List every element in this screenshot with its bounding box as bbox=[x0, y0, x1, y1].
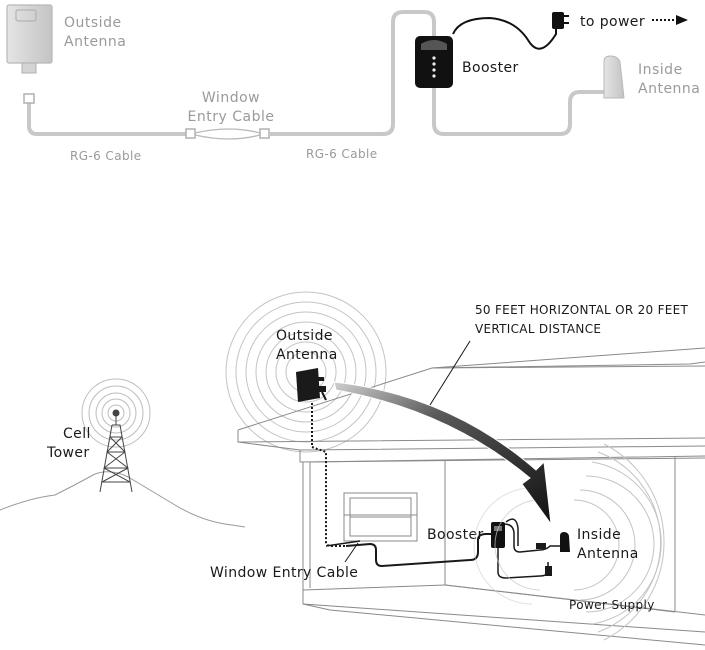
window-entry-leader-line bbox=[344, 542, 359, 563]
cell-tower-label-line2: Tower bbox=[46, 445, 90, 461]
outside-antenna-label-line1: Outside bbox=[64, 15, 122, 31]
inside-antenna-cable-path bbox=[432, 86, 604, 136]
booster-icon bbox=[415, 36, 453, 88]
distance-note-line1: 50 FEET HORIZONTAL OR 20 FEET bbox=[475, 303, 689, 317]
cell-tower-signal-icon bbox=[81, 378, 151, 448]
house-walls bbox=[302, 456, 705, 646]
booster-label-top: Booster bbox=[462, 60, 519, 76]
power-supply-plug-icon bbox=[545, 566, 552, 576]
rg6-cable-label-left: RG-6 Cable bbox=[70, 149, 141, 163]
cell-tower-label-line1: Cell bbox=[63, 426, 91, 442]
inside-antenna-label-line2: Antenna bbox=[638, 81, 700, 97]
inside-antenna-label-line1: Inside bbox=[638, 62, 683, 78]
distance-leader-line bbox=[429, 340, 471, 406]
booster-to-inside-antenna-cable bbox=[503, 523, 560, 553]
window-entry-cable-label-line2: Entry Cable bbox=[188, 109, 275, 125]
window-entry-cable-icon bbox=[185, 128, 270, 140]
inside-antenna-label-bottom-line2: Antenna bbox=[577, 546, 639, 562]
outside-antenna-label-bottom-line2: Antenna bbox=[276, 347, 338, 363]
outside-antenna-label-bottom-line1: Outside bbox=[276, 328, 333, 344]
booster-bottom-icon bbox=[491, 522, 505, 548]
window-entry-cable-label-line1: Window bbox=[202, 90, 260, 106]
outside-antenna-label-line2: Antenna bbox=[64, 34, 126, 50]
connector-icon bbox=[536, 543, 546, 549]
outside-antenna-panel-icon bbox=[296, 368, 327, 402]
cell-tower-icon bbox=[99, 409, 133, 493]
booster-label-bottom: Booster bbox=[427, 527, 484, 543]
window-entry-cable-line bbox=[325, 540, 361, 547]
hill-outline bbox=[0, 471, 246, 528]
rg6-cable-label-right: RG-6 Cable bbox=[306, 147, 377, 161]
window-entry-cable-label-bottom: Window Entry Cable bbox=[210, 565, 358, 581]
window-to-booster-cable bbox=[345, 533, 492, 568]
inside-antenna-signal-icon bbox=[473, 443, 665, 641]
outside-antenna-signal-icon bbox=[225, 291, 387, 453]
power-supply-label: Power Supply bbox=[569, 598, 655, 612]
window-icon bbox=[343, 492, 418, 542]
to-power-label: to power bbox=[580, 14, 645, 30]
inside-antenna-icon bbox=[603, 55, 625, 99]
house-roof bbox=[237, 347, 705, 463]
outside-antenna-icon bbox=[6, 4, 53, 104]
rg6-cable-path bbox=[27, 10, 436, 136]
inside-antenna-label-bottom-line1: Inside bbox=[577, 527, 621, 543]
distance-note-line2: VERTICAL DISTANCE bbox=[475, 322, 601, 336]
power-plug-icon bbox=[552, 12, 569, 29]
bottom-diagram: Cell Tower bbox=[0, 291, 705, 646]
booster-loop-cable bbox=[505, 518, 519, 546]
distance-arrow bbox=[333, 381, 552, 526]
power-cord bbox=[452, 16, 557, 50]
inside-antenna-bottom-icon bbox=[560, 532, 570, 552]
dotted-arrow-icon bbox=[652, 15, 688, 25]
top-diagram: Outside Antenna Window Entry Cable RG-6 … bbox=[6, 4, 700, 163]
outside-cable-dotted bbox=[311, 403, 346, 547]
